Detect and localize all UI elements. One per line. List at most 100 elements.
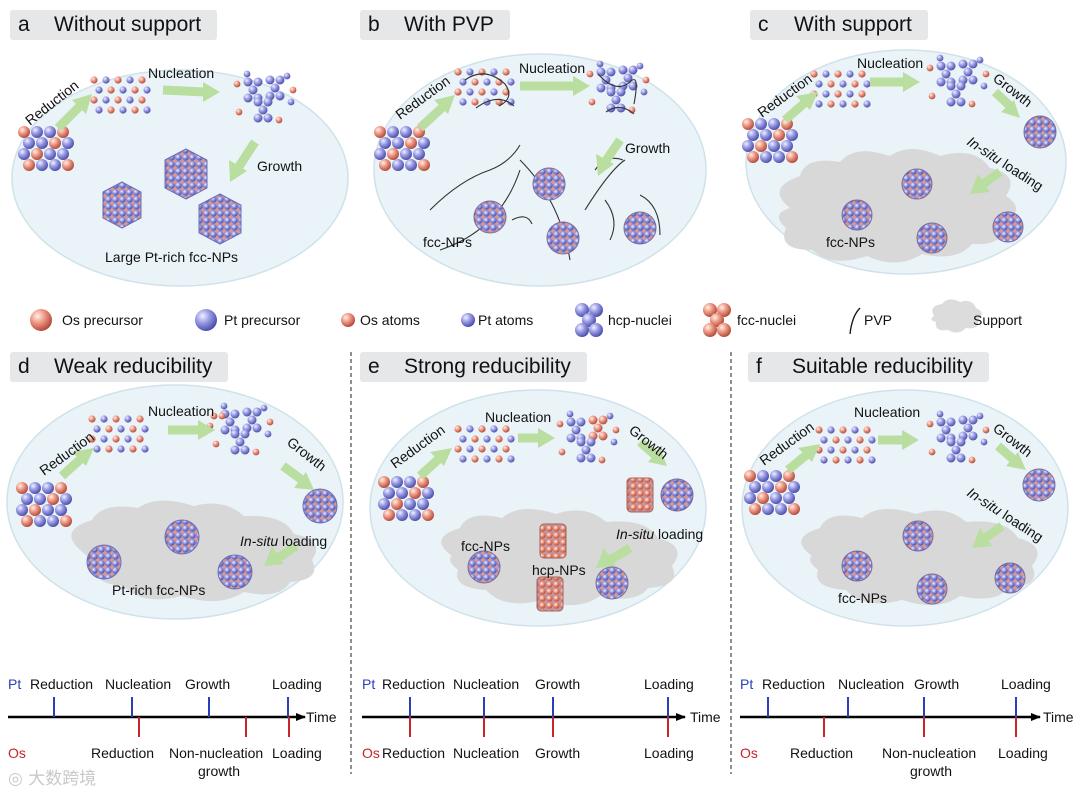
os-atom (266, 418, 274, 426)
pt-atom (815, 80, 823, 88)
pt-atom (490, 68, 498, 76)
pt-atom (956, 97, 966, 107)
panel-title-text: Without support (54, 13, 202, 36)
panel-d-title: d Weak reducibility (10, 352, 229, 382)
pt-atom (47, 515, 59, 527)
os-atom (742, 118, 754, 130)
os-atom (788, 503, 800, 515)
os-atom (131, 86, 139, 94)
os-atom (233, 80, 241, 88)
pt-atom (566, 417, 576, 427)
os-atom (471, 98, 479, 106)
pt-atom (951, 89, 961, 99)
pt-atom (770, 470, 782, 482)
os-atom (405, 137, 417, 149)
pt-atom (459, 98, 467, 106)
pt-atom (956, 437, 966, 447)
pt-atom (610, 438, 618, 446)
pt-atom (566, 433, 576, 443)
pt-atom (576, 453, 586, 463)
os-event-label: Non-nucleation (169, 745, 263, 761)
os-atom (827, 80, 835, 88)
pt-atom (243, 93, 253, 103)
arrow (54, 100, 86, 132)
os-atom (775, 481, 787, 493)
pt-atom (126, 76, 134, 84)
pt-atom (576, 417, 586, 427)
pt-atom (119, 106, 127, 114)
fcc-nanoparticle (841, 550, 873, 582)
panel-letter: d (18, 355, 30, 378)
os-atom (773, 129, 785, 141)
pt-label: Pt (740, 676, 753, 692)
pt-atom (466, 425, 474, 433)
os-atom (114, 96, 122, 104)
pt-atom (253, 97, 263, 107)
os-atom (588, 98, 596, 106)
os-atom (495, 455, 503, 463)
atom-cluster (454, 425, 515, 463)
pt-atom (968, 431, 978, 441)
pt-event-label: Loading (272, 676, 322, 692)
pt-atom (409, 509, 421, 521)
fcc-nanoparticle (916, 573, 948, 605)
fcc-nanoparticle (901, 168, 933, 200)
panel-c: Reduction Nucleation Growth In-situ load… (742, 49, 1067, 275)
pt-atom (596, 83, 606, 93)
pt-atom (820, 436, 828, 444)
pt-event-label: Reduction (762, 676, 825, 692)
label-hcp: hcp-NPs (532, 562, 586, 578)
watermark: ◎ 大数跨境 (8, 764, 96, 789)
support-icon (931, 299, 982, 333)
os-atom (968, 100, 976, 108)
pt-atom (601, 75, 611, 85)
os-atom (47, 493, 59, 505)
hcp-nanoparticle (626, 477, 654, 513)
pt-atom (596, 67, 606, 77)
pt-atom (783, 492, 795, 504)
os-atom (418, 159, 430, 171)
pt-atom (747, 129, 759, 141)
pt-atom (755, 118, 767, 130)
pt-atom (95, 86, 103, 94)
panel-title-text: Weak reducibility (54, 355, 213, 378)
pt-atom-icon (461, 313, 475, 327)
fcc-nanoparticle (623, 211, 657, 245)
nuclei-cluster (233, 70, 297, 124)
os-atom (18, 126, 30, 138)
pt-atom (418, 137, 430, 149)
os-atom (21, 515, 33, 527)
panel-d: Reduction Nucleation Growth In-situ load… (6, 384, 344, 620)
os-atom (834, 70, 842, 78)
os-atom (391, 498, 403, 510)
pt-atom (36, 137, 48, 149)
os-atom (90, 96, 98, 104)
os-atom (858, 90, 866, 98)
os-atom (471, 435, 479, 443)
pt-atom (124, 415, 132, 423)
os-atom (815, 426, 823, 434)
pt-atom (968, 75, 978, 85)
panel-title-text: Strong reducibility (404, 355, 571, 378)
os-atom (478, 445, 486, 453)
precursor-cluster (18, 126, 74, 171)
pt-atom (44, 148, 56, 160)
os-precursor-icon (30, 309, 52, 331)
pt-atom (628, 81, 638, 91)
pt-atom (773, 151, 785, 163)
pt-atom (566, 410, 574, 418)
fcc-nanoparticle (595, 566, 629, 600)
os-atom (387, 148, 399, 160)
pt-atom (29, 482, 41, 494)
pt-atom (62, 137, 74, 149)
os-atom (136, 415, 144, 423)
os-atom (454, 445, 462, 453)
legend: Os precursor Pt precursor Os atoms Pt at… (30, 299, 1022, 337)
pt-atom (863, 80, 871, 88)
watermark-text: 大数跨境 (28, 769, 97, 789)
pt-atom (93, 445, 101, 453)
pt-atom (387, 126, 399, 138)
pt-atom (760, 129, 772, 141)
os-atom (586, 70, 594, 78)
